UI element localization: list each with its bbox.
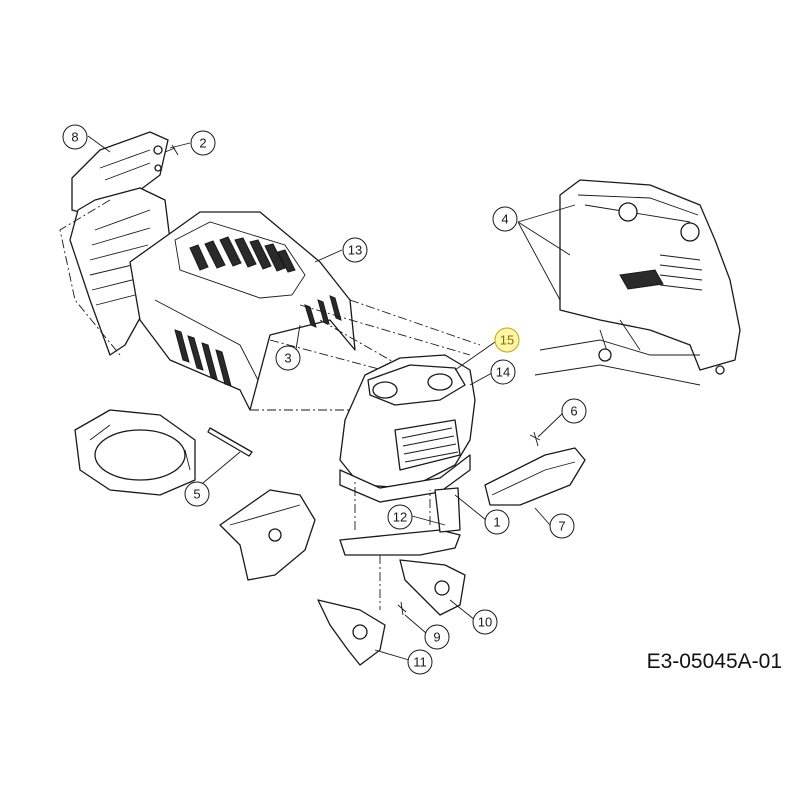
part-10-right-bracket [399,559,466,616]
svg-text:8: 8 [71,130,78,145]
callout-2: 2 [190,130,216,156]
part-11-left-bracket [317,599,386,666]
svg-text:12: 12 [393,510,407,525]
callout-6: 6 [561,398,587,424]
leader-lines [87,135,576,661]
part-5-air-duct [74,409,196,496]
part-6-screw [529,431,541,447]
callout-14: 14 [490,359,516,385]
callout-10: 10 [472,609,498,635]
part-13-hood [129,211,356,411]
svg-text:15: 15 [500,333,514,348]
callout-9: 9 [424,624,450,650]
svg-text:7: 7 [558,519,565,534]
part-12-center-bracket [339,480,461,610]
hood-grille-slots [189,236,296,273]
part-9-screw [397,601,407,616]
callout-11: 11 [407,649,433,675]
callout-7: 7 [549,513,575,539]
svg-text:14: 14 [496,365,510,380]
part-8-side-panel [59,131,171,356]
callout-12: 12 [387,504,413,530]
drawing-id-label: E3-05045A-01 [646,650,782,673]
part-7-front-bumper [484,447,586,506]
svg-text:4: 4 [501,212,508,227]
svg-text:9: 9 [433,630,440,645]
svg-text:13: 13 [348,243,362,258]
callout-13: 13 [342,237,368,263]
callout-5: 5 [184,481,210,507]
svg-text:5: 5 [193,487,200,502]
callout-15-highlighted: 15 [494,327,520,353]
callout-3: 3 [275,345,301,371]
part-4-dash-console [534,179,741,386]
svg-text:2: 2 [199,136,206,151]
callout-4: 4 [492,206,518,232]
left-mounting-bracket [219,489,316,581]
part-2-screw [164,144,179,156]
svg-text:3: 3 [284,351,291,366]
callout-1: 1 [484,509,510,535]
svg-text:11: 11 [413,655,427,670]
part-14-front-nose [339,354,476,503]
part-5-rod [207,427,253,457]
alignment-lines [250,299,481,411]
svg-text:10: 10 [478,615,492,630]
callout-8: 8 [62,124,88,150]
svg-text:1: 1 [493,515,500,530]
svg-text:6: 6 [570,404,577,419]
